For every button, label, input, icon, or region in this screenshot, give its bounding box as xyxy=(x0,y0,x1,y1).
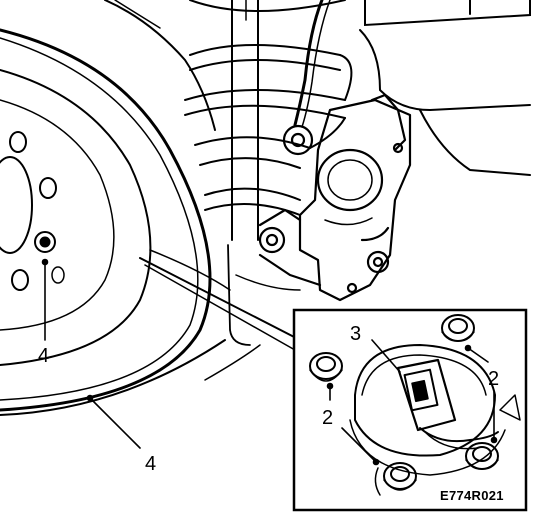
sensor-cable xyxy=(139,244,301,381)
brake-disc xyxy=(0,0,231,416)
label-bolt-left: 4 xyxy=(38,345,49,367)
inset-sensor-detail xyxy=(309,314,521,496)
figure-code: E774R021 xyxy=(440,488,504,503)
label-connector: 3 xyxy=(350,323,361,345)
label-disc: 4 xyxy=(145,453,156,475)
suspension-strut xyxy=(184,0,353,241)
brake-caliper xyxy=(258,93,412,302)
label-bolt-upper-right: 2 xyxy=(488,368,499,390)
inset-detail-frame xyxy=(292,308,528,512)
knuckle-housing xyxy=(293,0,531,176)
label-bolt-left-inset: 2 xyxy=(322,407,333,429)
leader-lines xyxy=(41,258,498,466)
